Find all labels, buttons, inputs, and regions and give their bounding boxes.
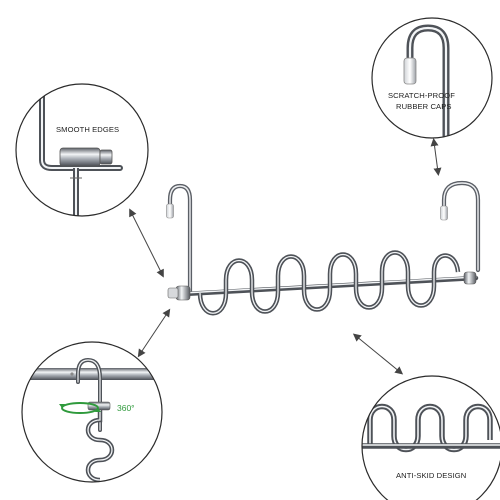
callout-smooth-edges: SMOOTH EDGES: [15, 83, 149, 217]
callout-arrows: [129, 138, 442, 375]
hanger-main: [166, 180, 481, 316]
callout-rubber-caps: SCRATCH-PROOF RUBBER CAPS: [371, 17, 493, 139]
rotation-label: 360°: [117, 403, 135, 413]
callout-rotation: 360°: [21, 341, 163, 483]
rubber-caps-label-line2: RUBBER CAPS: [396, 102, 452, 111]
smooth-edges-label: SMOOTH EDGES: [56, 125, 119, 134]
callout-anti-skid: ANTI-SKID DESIGN: [361, 375, 500, 500]
rubber-caps-label-line1: SCRATCH-PROOF: [388, 91, 455, 100]
anti-skid-label: ANTI-SKID DESIGN: [396, 471, 466, 480]
